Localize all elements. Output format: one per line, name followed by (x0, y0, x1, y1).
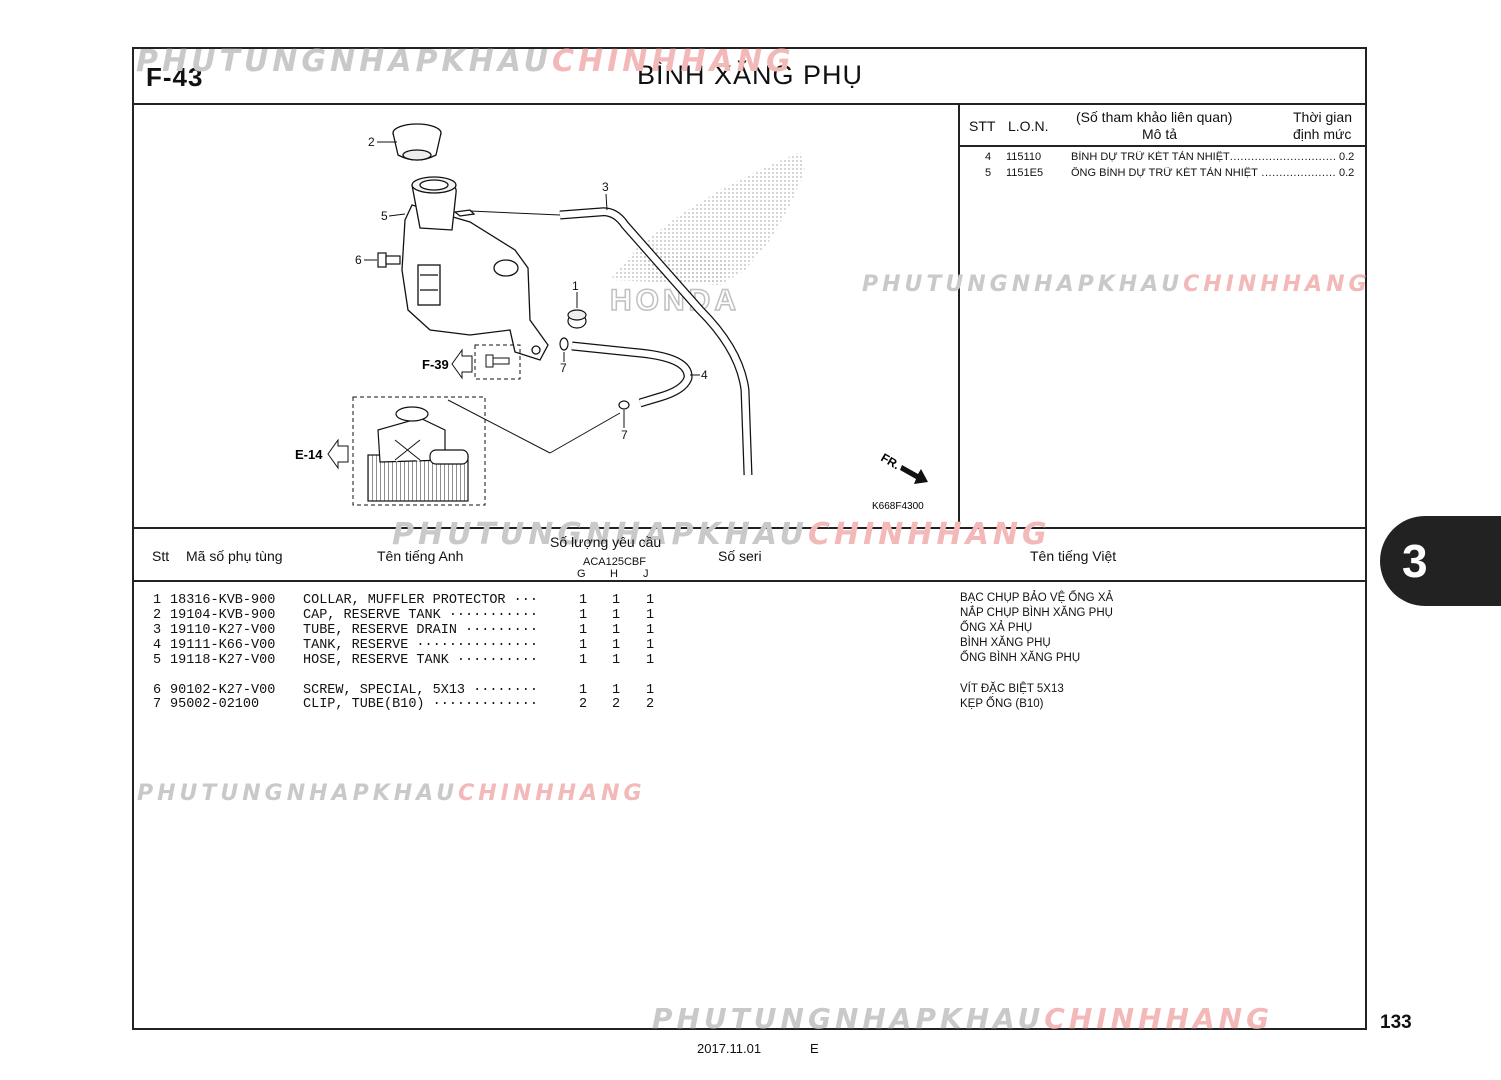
watermark-bottom: PHUTUNGNHAPKHAUCHINHHANG (652, 1002, 1274, 1035)
ref-header-desc-bottom: Mô tả (1142, 126, 1178, 142)
watermark-middle: PHUTUNGNHAPKHAUCHINHHANG (392, 517, 1051, 552)
reserve-tank-hose (571, 341, 693, 408)
col-header-qty: Số lượng yêu cầu (550, 534, 662, 550)
reserve-drain-tube (469, 207, 753, 476)
diagram-ref-divider (958, 103, 960, 528)
parts-header-divider (132, 580, 1367, 582)
col-header-g: G (577, 568, 586, 580)
reserve-tank (401, 176, 549, 361)
honda-wing-emblem: HONDA (609, 152, 805, 318)
muffler-protector-collar (567, 309, 587, 329)
ref-header-lon: L.O.N. (1008, 118, 1049, 134)
callout-3: 3 (602, 180, 609, 194)
ref-row-lon: 115110 (1006, 151, 1042, 163)
col-header-model: ACA125CBF (583, 556, 646, 568)
radiator-inset (367, 406, 469, 502)
ref-header-time-top: Thời gian (1293, 109, 1352, 125)
special-screw (377, 252, 401, 268)
ref-row-time: 0.2 (1339, 151, 1355, 163)
page-number: 133 (1380, 1012, 1412, 1033)
ref-row: 5 (985, 167, 992, 179)
col-header-name-en: Tên tiếng Anh (377, 548, 464, 564)
front-label: FR. (879, 450, 903, 472)
ref-row: 4 (985, 151, 992, 163)
col-header-part-no: Mã số phụ tùng (186, 548, 283, 564)
reserve-tank-cap (392, 123, 442, 161)
section-tab: 3 (1380, 516, 1501, 606)
f39-ref-box (474, 344, 521, 380)
e14-ref-box (352, 396, 486, 506)
small-screw (485, 354, 510, 368)
e14-ref-label: E-14 (295, 447, 323, 462)
front-arrow-icon (900, 465, 928, 484)
col-header-h: H (610, 568, 618, 580)
watermark-diagram: PHUTUNGNHAPKHAUCHINHHANG (862, 272, 1371, 297)
ref-header-stt: STT (969, 118, 996, 134)
col-header-stt: Stt (152, 548, 170, 564)
ref-row-desc: ỐNG BÌNH DỰ TRỮ KÉT TẢN NHIỆT ..........… (1071, 167, 1337, 179)
callout-1: 1 (572, 279, 579, 293)
ref-row-time: 0.2 (1339, 167, 1355, 179)
watermark-lower: PHUTUNGNHAPKHAUCHINHHANG (137, 781, 646, 806)
exploded-diagram: HONDA 2 5 6 1 3 (295, 123, 928, 512)
figure-code-label: K668F4300 (872, 501, 924, 512)
ref-header-desc-top: (Số tham khảo liên quan) (1076, 109, 1233, 125)
f39-arrow-icon (451, 348, 473, 380)
e14-arrow-icon (327, 438, 349, 470)
ref-row-desc: BÌNH DỰ TRỮ KÉT TẢN NHIỆT...............… (1071, 151, 1337, 163)
callout-6: 6 (355, 253, 362, 267)
col-header-serial: Số seri (718, 548, 762, 564)
figure-code: F-43 (146, 62, 204, 92)
ref-row-lon: 1151E5 (1006, 167, 1044, 179)
footer-date: 2017.11.01 (697, 1041, 762, 1056)
callout-7: 7 (560, 361, 567, 375)
page-title: BÌNH XĂNG PHỤ (636, 60, 864, 90)
watermark-top: PHUTUNGNHAPKHAUCHINHHANG (136, 44, 795, 79)
title-divider (132, 103, 1367, 105)
ref-header-divider (958, 145, 1367, 147)
honda-logo-text: HONDA (610, 284, 740, 317)
diagram-bottom-divider (132, 527, 1367, 529)
col-header-j: J (643, 568, 649, 580)
f39-ref-label: F-39 (422, 357, 449, 372)
callout-2: 2 (368, 135, 375, 149)
ref-header-time-bottom: định mức (1293, 126, 1352, 142)
callout-5: 4 (701, 368, 708, 382)
footer-letter: E (810, 1041, 819, 1056)
callout-4: 5 (381, 209, 388, 223)
col-header-name-vn: Tên tiếng Việt (1030, 548, 1117, 564)
page-frame (132, 47, 1367, 1030)
callout-7: 7 (621, 428, 628, 442)
tube-clip (559, 337, 630, 410)
